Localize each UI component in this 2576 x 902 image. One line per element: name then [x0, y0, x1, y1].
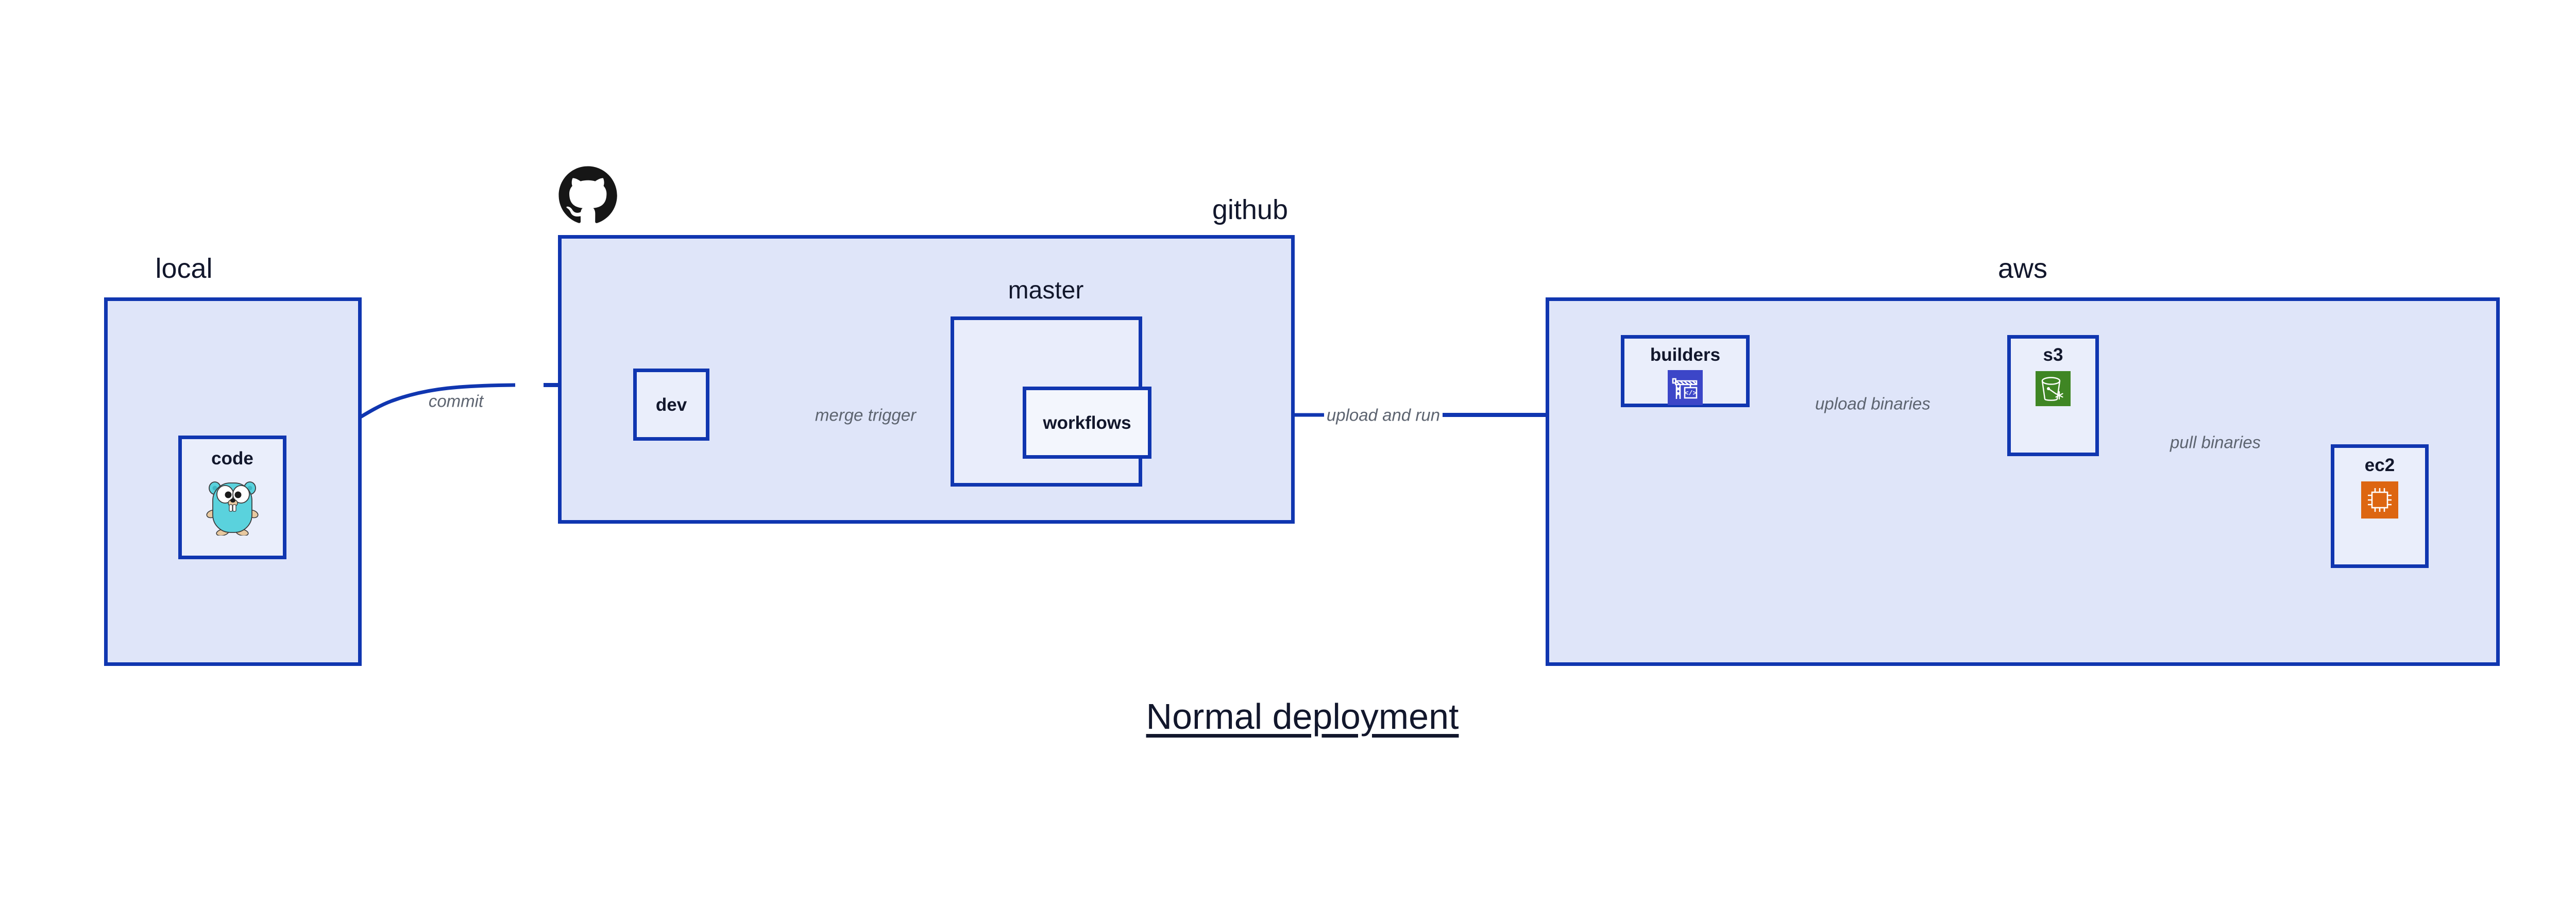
group-title-local: local — [155, 253, 213, 284]
edge-label-commit: commit — [428, 391, 484, 411]
edge-label-upload-and-run: upload and run — [1326, 405, 1440, 425]
group-title-github: github — [1212, 194, 1288, 225]
node-label-builders: builders — [1650, 345, 1721, 365]
node-label-dev: dev — [655, 394, 687, 415]
node-ec2[interactable]: ec2 — [2331, 444, 2429, 568]
diagram-caption: Normal deployment — [1146, 696, 1459, 737]
edge-label-merge-trigger: merge trigger — [815, 405, 917, 425]
go-gopher-icon — [206, 476, 259, 538]
edge-label-pull-binaries: pull binaries — [2170, 432, 2261, 452]
node-dev[interactable]: dev — [633, 369, 709, 441]
group-title-aws: aws — [1997, 253, 2048, 284]
node-workflows[interactable]: workflows — [1023, 387, 1151, 459]
node-s3[interactable]: s3 — [2007, 335, 2099, 456]
node-label-code: code — [211, 448, 253, 469]
aws-s3-bucket-icon — [2036, 371, 2071, 409]
node-code[interactable]: code — [178, 436, 286, 559]
node-label-s3: s3 — [2043, 345, 2063, 365]
svg-text:</>: </> — [1685, 390, 1697, 397]
aws-ec2-chip-icon — [2361, 481, 2398, 521]
edge-label-upload-binaries: upload binaries — [1815, 394, 1930, 413]
github-octocat-icon — [556, 165, 619, 230]
node-builders[interactable]: builders </> — [1621, 335, 1750, 407]
group-title-master: master — [1008, 277, 1084, 304]
aws-codebuild-icon: </> — [1668, 370, 1703, 408]
node-label-workflows: workflows — [1043, 412, 1131, 433]
node-label-ec2: ec2 — [2364, 455, 2395, 475]
